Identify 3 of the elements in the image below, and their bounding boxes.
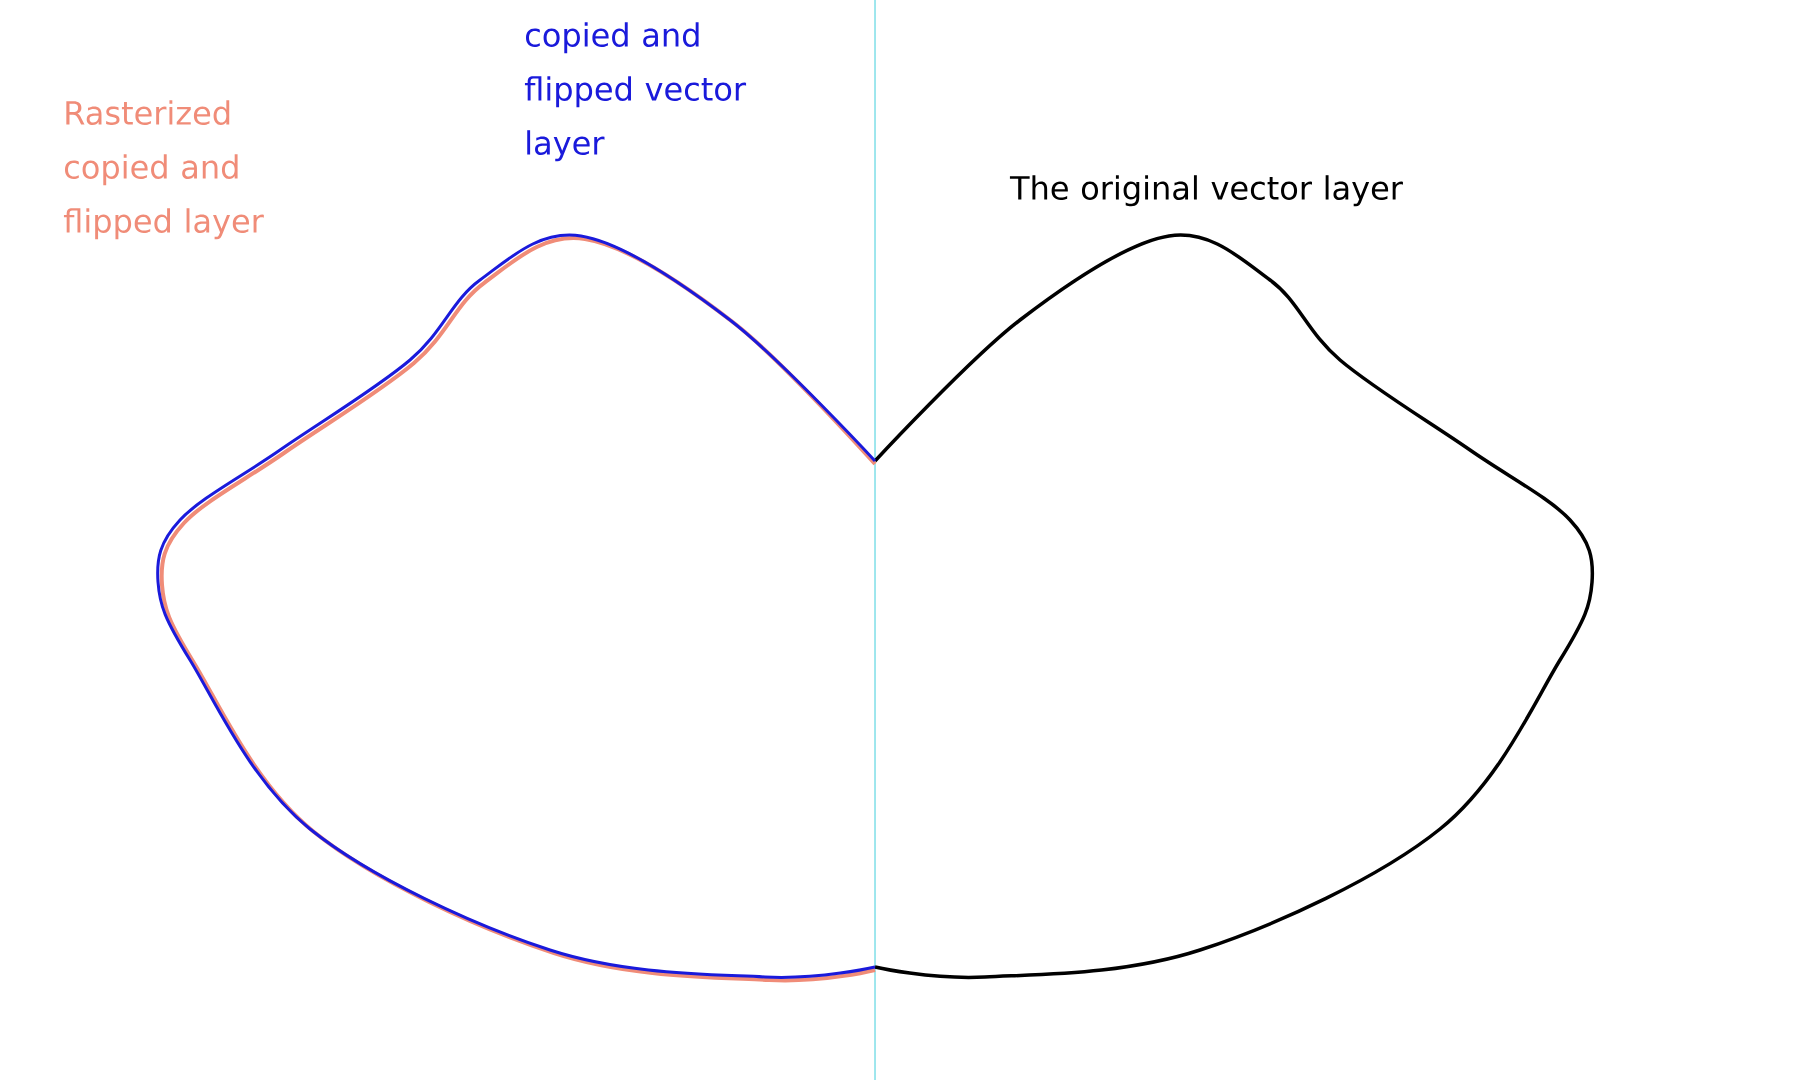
layer-label: The original vector layer: [1009, 175, 1403, 207]
layer-label: copied and flipped vector layer: [524, 22, 747, 162]
layer-label: Rasterized copied and flipped layer: [63, 100, 264, 240]
